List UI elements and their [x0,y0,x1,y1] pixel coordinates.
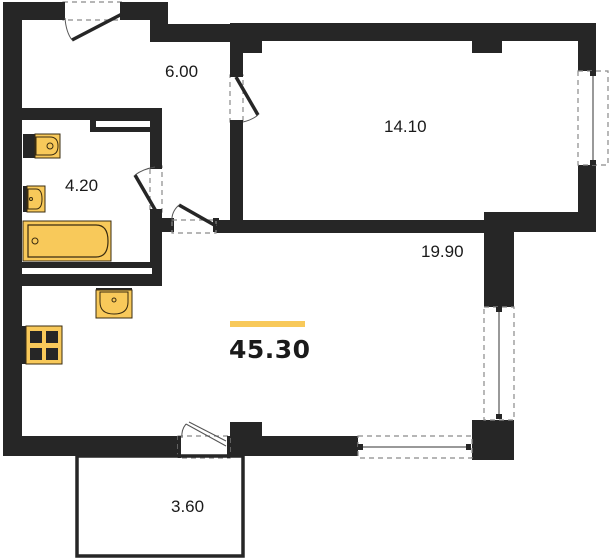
total-area: 45.30 [229,335,311,364]
room-area-balcony: 3.60 [171,497,205,516]
total-area-accent-bar [230,321,305,327]
kitchen-sink-icon [95,288,133,319]
washbasin-icon [23,185,46,213]
doors [60,1,260,459]
walls [3,2,596,460]
toilet-icon [23,133,61,159]
room-area-kitchen-living: 19.90 [421,242,464,261]
stove-icon [22,325,63,365]
windows [357,70,609,459]
room-area-bathroom: 4.20 [65,176,99,195]
balcony-outline [75,454,245,558]
room-area-hallway: 6.00 [165,62,199,81]
bathtub-icon [22,220,112,262]
room-area-bedroom: 14.10 [384,117,427,136]
